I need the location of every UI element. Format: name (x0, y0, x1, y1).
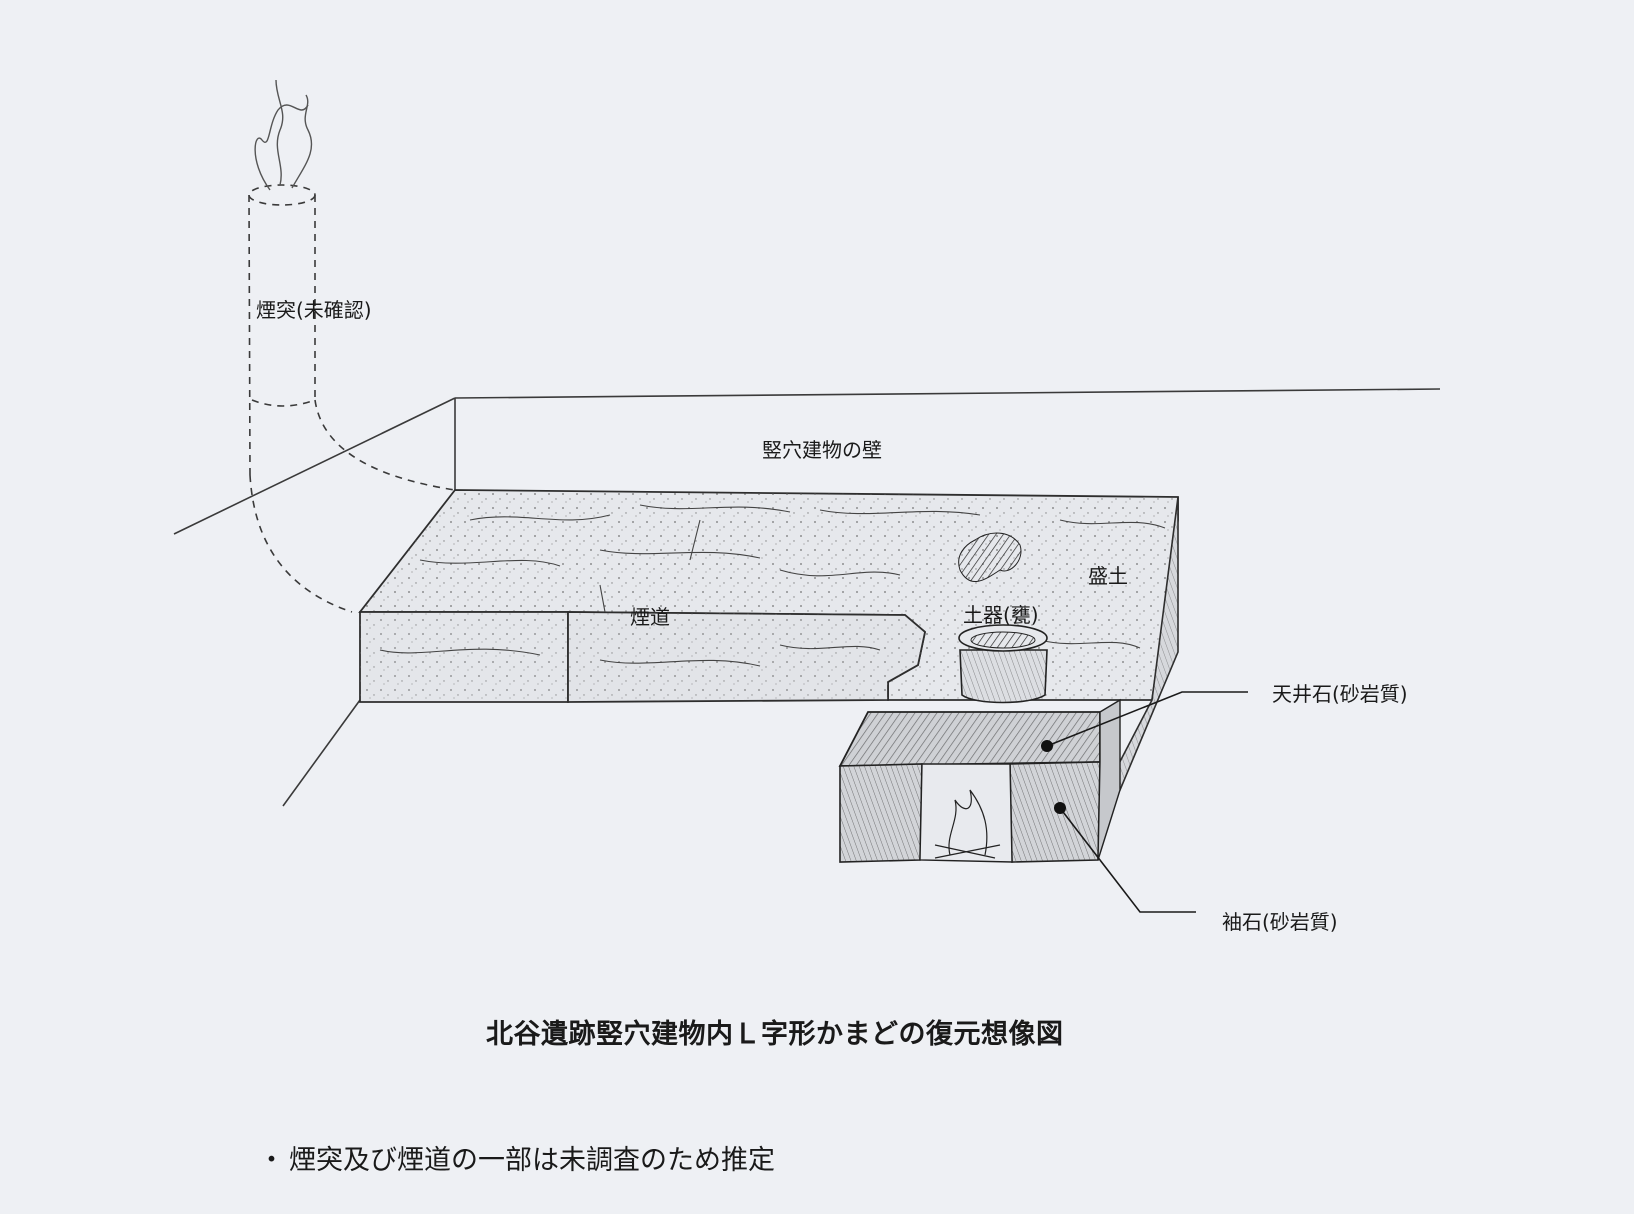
figure-title: 北谷遺跡竪穴建物内Ｌ字形かまどの復元想像図 (486, 1019, 1064, 1050)
pottery-label: 土器(甕) (963, 603, 1039, 627)
chimney-label: 煙突(未確認) (256, 298, 372, 322)
figure-note: ・煙突及び煙道の一部は未調査のため推定 (258, 1138, 775, 1177)
note-text: 煙突及び煙道の一部は未調査のため推定 (289, 1145, 775, 1176)
chimney-outline (248, 184, 456, 613)
note-bullet: ・ (258, 1145, 285, 1176)
leader-lines (1046, 691, 1248, 913)
side-stone-label: 袖石(砂岩質) (1222, 910, 1338, 934)
pottery-jar (958, 624, 1048, 704)
flue-label: 煙道 (630, 605, 670, 629)
smoke (254, 79, 313, 191)
pit-wall-label: 竪穴建物の壁 (762, 438, 882, 462)
ceiling-stone-label: 天井石(砂岩質) (1272, 682, 1408, 706)
side-stone-marker (1054, 802, 1066, 814)
firebox (838, 698, 1121, 863)
pit-wall-lines (173, 388, 1441, 807)
ceiling-stone-marker (1041, 740, 1053, 752)
mound-label: 盛土 (1088, 564, 1128, 588)
